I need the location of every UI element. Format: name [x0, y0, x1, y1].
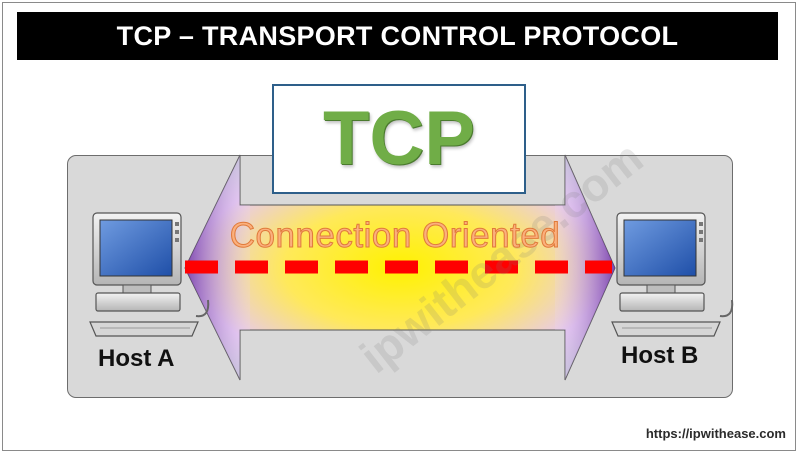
- host-a-label: Host A: [98, 345, 175, 372]
- host-b-label: Host B: [621, 342, 699, 369]
- protocol-label: TCP: [323, 96, 475, 181]
- host-a-computer-icon: [89, 212, 210, 337]
- image-frame: [2, 2, 796, 451]
- protocol-box: TCP: [272, 84, 526, 194]
- connection-label: Connection Oriented: [229, 216, 561, 256]
- host-b-computer-icon: [611, 212, 734, 337]
- source-url: https://ipwithease.com: [645, 426, 786, 441]
- title-banner: TCP – TRANSPORT CONTROL PROTOCOL: [17, 12, 778, 60]
- page-title: TCP – TRANSPORT CONTROL PROTOCOL: [116, 21, 679, 51]
